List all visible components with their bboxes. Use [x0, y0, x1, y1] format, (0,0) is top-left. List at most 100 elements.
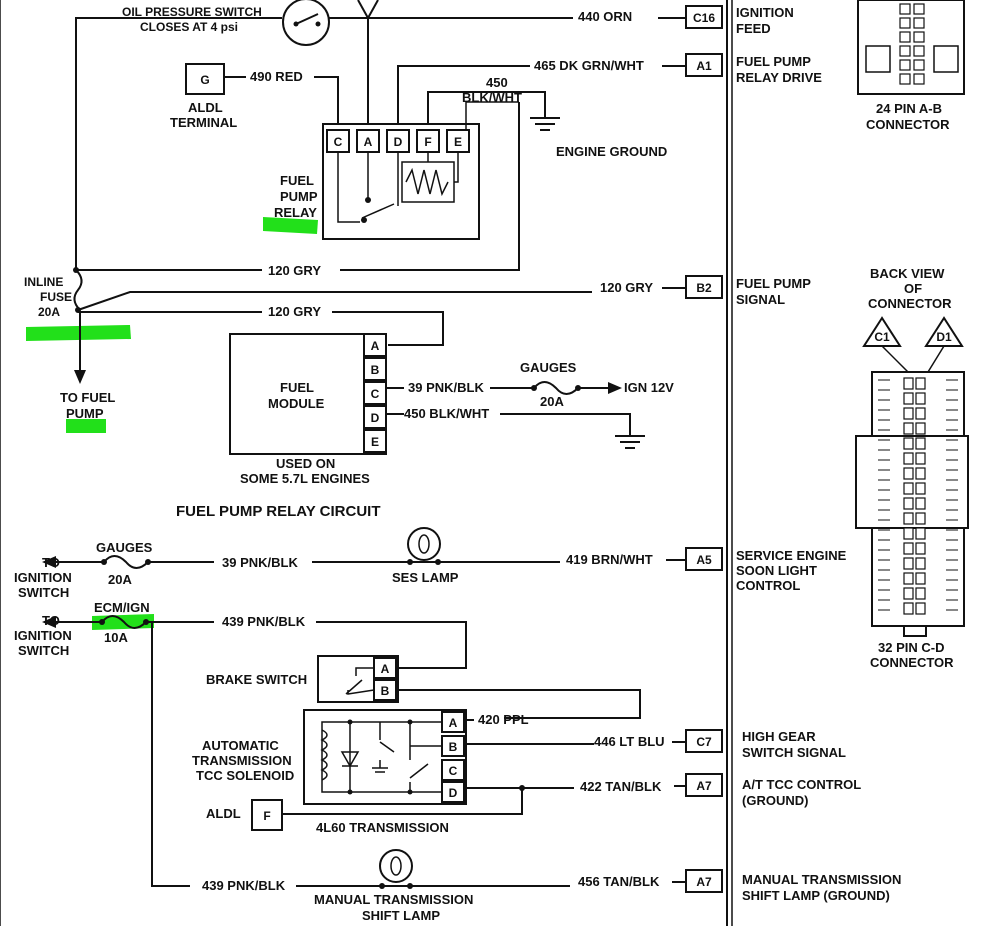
wire-465-a: [397, 65, 530, 130]
connector-24-cavity: [899, 3, 911, 15]
inline-fuse-symbol: [73, 269, 83, 311]
connector-24-cavity: [913, 17, 925, 29]
connector-32-cavity: [915, 557, 926, 570]
service-engine-2: SOON LIGHT: [736, 563, 817, 578]
relay-coil: [405, 167, 449, 197]
fuel-pump-relay-label-2: PUMP: [280, 189, 318, 204]
trans-pin-d: D: [449, 786, 458, 800]
arrow-ign12v: [608, 382, 622, 394]
to-ign-1-3: SWITCH: [18, 585, 69, 600]
oil-switch-label-1: OIL PRESSURE SWITCH: [122, 5, 262, 19]
wire-450-top: [427, 91, 546, 130]
wire-39-b-label: 39 PNK/BLK: [222, 555, 298, 570]
to-fuel-pump-1: TO FUEL: [60, 390, 115, 405]
connector-24-latch: [865, 45, 891, 73]
connector-32-cells: [878, 377, 958, 615]
connector-32-cavity: [903, 482, 914, 495]
wire-oil-v1: [357, 0, 369, 19]
aldl-g-pin: G: [200, 73, 209, 87]
manual-ground-1: MANUAL TRANSMISSION: [742, 872, 901, 887]
pin-a1-box: [685, 53, 723, 77]
back-view-1: BACK VIEW: [870, 266, 945, 281]
relay-pin-f: F: [424, 135, 431, 149]
connector-24-label-1: 24 PIN A-B: [876, 101, 942, 116]
manual-lamp-2: SHIFT LAMP: [362, 908, 440, 923]
connector-32-label-2: CONNECTOR: [870, 655, 954, 670]
d1-label: D1: [936, 330, 952, 344]
connector-24-cavity: [913, 59, 925, 71]
connector-32-cavity: [903, 572, 914, 585]
pin-a5-box: [685, 547, 723, 571]
connector-32-cavity: [903, 512, 914, 525]
high-gear-2: SWITCH SIGNAL: [742, 745, 846, 760]
connector-32-cavity: [915, 407, 926, 420]
fuel-pump-relay-drive-2: RELAY DRIVE: [736, 70, 822, 85]
pin-a7-a: A7: [696, 779, 712, 793]
to-ign-2-1: TO: [42, 613, 60, 628]
connector-24-label-2: CONNECTOR: [866, 117, 950, 132]
ign12v-label: IGN 12V: [624, 380, 674, 395]
wire-oil-v2: [367, 0, 379, 19]
manual-lamp-1: MANUAL TRANSMISSION: [314, 892, 473, 907]
tcc-coil: [320, 729, 328, 781]
connector-24-cavity: [913, 45, 925, 57]
engine-ground-label: ENGINE GROUND: [556, 144, 667, 159]
to-ign-2-3: SWITCH: [18, 643, 69, 658]
connector-32-cavity: [903, 527, 914, 540]
wire-465-label: 465 DK GRN/WHT: [534, 58, 644, 73]
wire-456-label: 456 TAN/BLK: [578, 874, 660, 889]
connector-24-latch: [933, 45, 959, 73]
connector-32-cavity: [915, 482, 926, 495]
pin-c7-box: [685, 729, 723, 753]
connector-32-cavity: [915, 527, 926, 540]
highlight-relay: [263, 217, 318, 234]
connector-32-cavity: [903, 587, 914, 600]
arrow-ign-1: [42, 556, 56, 568]
fuse-ecm-ign: [101, 615, 147, 629]
connector-32-cavity: [915, 542, 926, 555]
wire-120-c-right: [332, 311, 444, 346]
pin-a7-b-box: [685, 869, 723, 893]
wire-422-label: 422 TAN/BLK: [580, 779, 662, 794]
connector-24-cavity: [913, 3, 925, 15]
connector-32-cavity: [903, 392, 914, 405]
connector-32-cavity: [915, 452, 926, 465]
module-pin-d: D: [371, 411, 380, 425]
relay-pin-a: A: [364, 135, 373, 149]
circuit-title: FUEL PUMP RELAY CIRCUIT: [176, 503, 380, 520]
inline-fuse-3: 20A: [38, 305, 60, 319]
fuse-20a-b-label: 20A: [108, 572, 132, 587]
tcc-box: [303, 709, 467, 805]
fuel-pump-relay-label-1: FUEL: [280, 173, 314, 188]
at-tcc-1: A/T TCC CONTROL: [742, 777, 861, 792]
pin-b2-box: [685, 275, 723, 299]
auto-trans-1: AUTOMATIC: [202, 738, 279, 753]
wire-brake-b: [398, 689, 641, 719]
highlight-fuel-pump: [66, 419, 106, 433]
trans-pin-b: B: [449, 740, 458, 754]
wire-120-a-label: 120 GRY: [268, 263, 321, 278]
used-on-1: USED ON: [276, 456, 335, 471]
ses-lamp-label: SES LAMP: [392, 570, 459, 585]
wire-39-a-label: 39 PNK/BLK: [408, 380, 484, 395]
wire-439-a-label: 439 PNK/BLK: [222, 614, 306, 629]
fuse-gauges-a: [533, 381, 579, 395]
wire-120-c-label: 120 GRY: [268, 304, 321, 319]
highlight-fuse: [26, 325, 131, 341]
pin-a7-b: A7: [696, 875, 712, 889]
at-tcc-2: (GROUND): [742, 793, 808, 808]
to-ign-2-2: IGNITION: [14, 628, 72, 643]
to-ign-1-2: IGNITION: [14, 570, 72, 585]
connector-24-cavity: [899, 31, 911, 43]
connector-24-cavity: [913, 73, 925, 85]
aldl-terminal-1: ALDL: [188, 100, 223, 115]
connector-32-cavity: [915, 602, 926, 615]
manual-ground-2: SHIFT LAMP (GROUND): [742, 888, 890, 903]
back-view-2: OF: [904, 281, 922, 296]
wire-490-b: [314, 76, 339, 130]
aldl-short-label: ALDL: [206, 806, 241, 821]
service-engine-1: SERVICE ENGINE: [736, 548, 847, 563]
connector-32-cavity: [915, 512, 926, 525]
trans-4l60-label: 4L60 TRANSMISSION: [316, 820, 449, 835]
